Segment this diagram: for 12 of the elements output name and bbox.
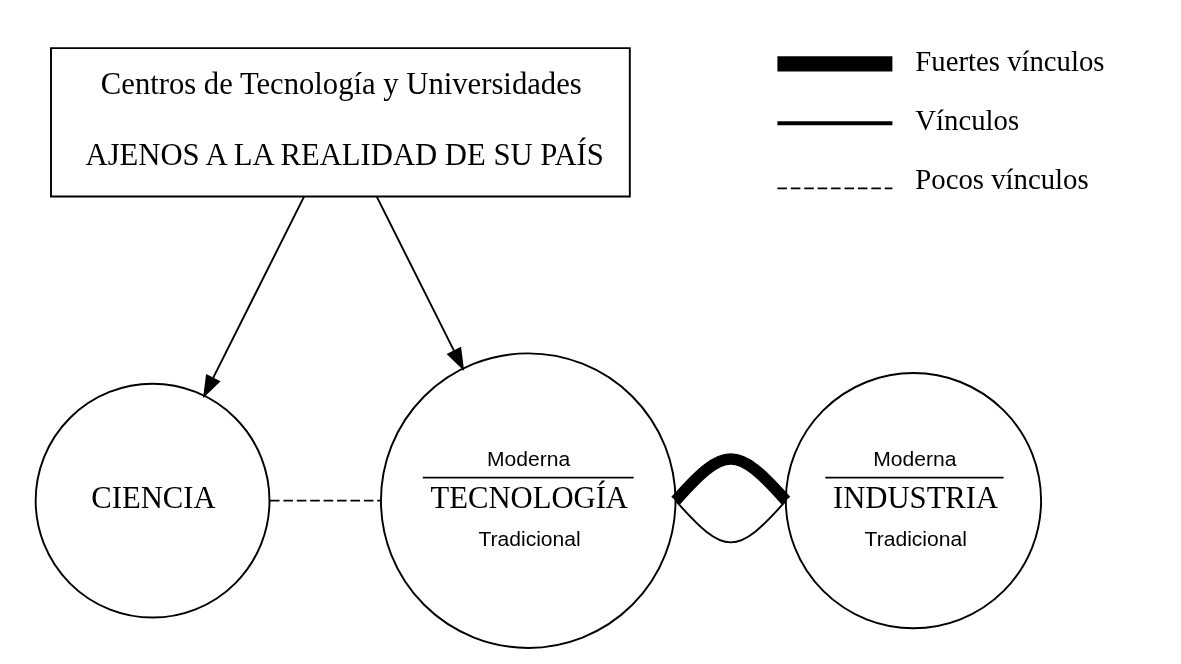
arrow: [202, 195, 305, 399]
connector: [670, 453, 790, 505]
node-box: Centros de Tecnología y Universidades AJENOS A LA REALIDAD DE SU PAÍS: [49, 47, 631, 198]
node-circle: Moderna INDUSTRIA Tradicional: [784, 372, 1042, 630]
node-circle: CIENCIA: [34, 382, 270, 619]
arrow: [375, 195, 464, 371]
connector: [268, 499, 381, 502]
legend-label: Vínculos: [914, 103, 1019, 136]
node-circle: Moderna TECNOLOGÍA Tradicional: [379, 352, 676, 649]
legend-label: Fuertes vínculos: [914, 44, 1105, 77]
legend-label: Pocos vínculos: [914, 163, 1089, 196]
connector: [674, 499, 787, 544]
